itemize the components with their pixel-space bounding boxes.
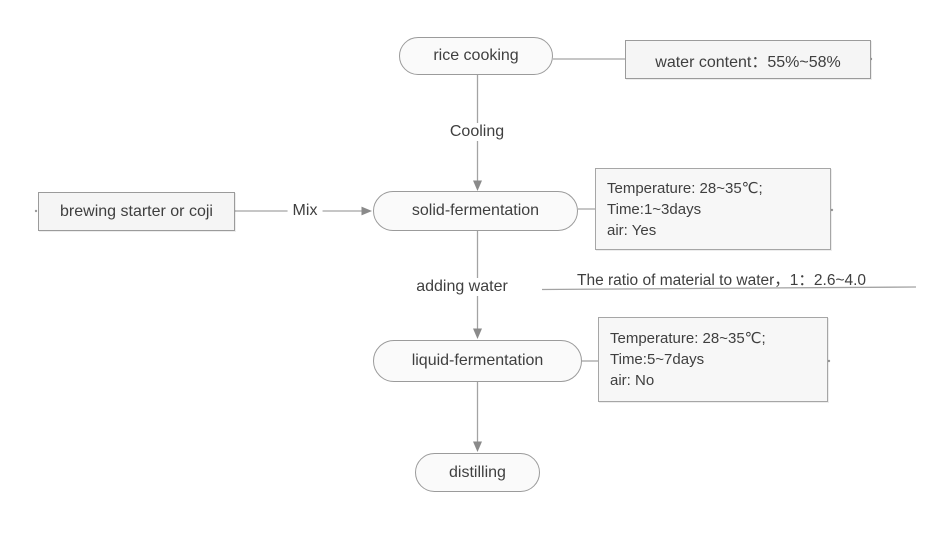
node-brewing-starter: brewing starter or coji <box>38 192 235 231</box>
note-solid-fermentation-params: Temperature: 28~35℃; Time:1~3days air: Y… <box>595 168 831 250</box>
arrowhead-mix <box>361 206 372 216</box>
edge-label-mix: Mix <box>287 202 323 220</box>
edge-label-adding-water: adding water <box>411 278 513 296</box>
node-liquid-fermentation: liquid-fermentation <box>373 340 582 382</box>
note-liquid-fermentation-params: Temperature: 28~35℃; Time:5~7days air: N… <box>598 317 828 402</box>
node-solid-fermentation: solid-fermentation <box>373 191 578 231</box>
edge-label-cooling: Cooling <box>444 123 510 141</box>
note-line-time: Time:1~3days <box>607 200 702 218</box>
connection-dot <box>34 209 38 213</box>
note-line-temperature: Temperature: 28~35℃; <box>610 330 766 347</box>
node-rice-cooking: rice cooking <box>399 37 553 75</box>
connection-dot <box>827 359 831 363</box>
ratio-leader-line <box>541 286 917 291</box>
note-line-air: air: No <box>610 372 655 389</box>
arrowhead-adding-water <box>473 328 482 339</box>
arrowhead-cooling <box>473 180 482 191</box>
node-distilling: distilling <box>415 453 540 492</box>
connection-dot <box>830 208 834 212</box>
ratio-note-text: The ratio of material to water，1：2.6~4.0 <box>577 272 867 289</box>
note-line-air: air: Yes <box>607 221 657 239</box>
note-line-time: Time:5~7days <box>610 351 705 368</box>
arrowhead-distilling <box>473 441 482 452</box>
note-line-temperature: Temperature: 28~35℃; <box>607 179 763 197</box>
node-water-content: water content：55%~58% <box>625 40 871 79</box>
